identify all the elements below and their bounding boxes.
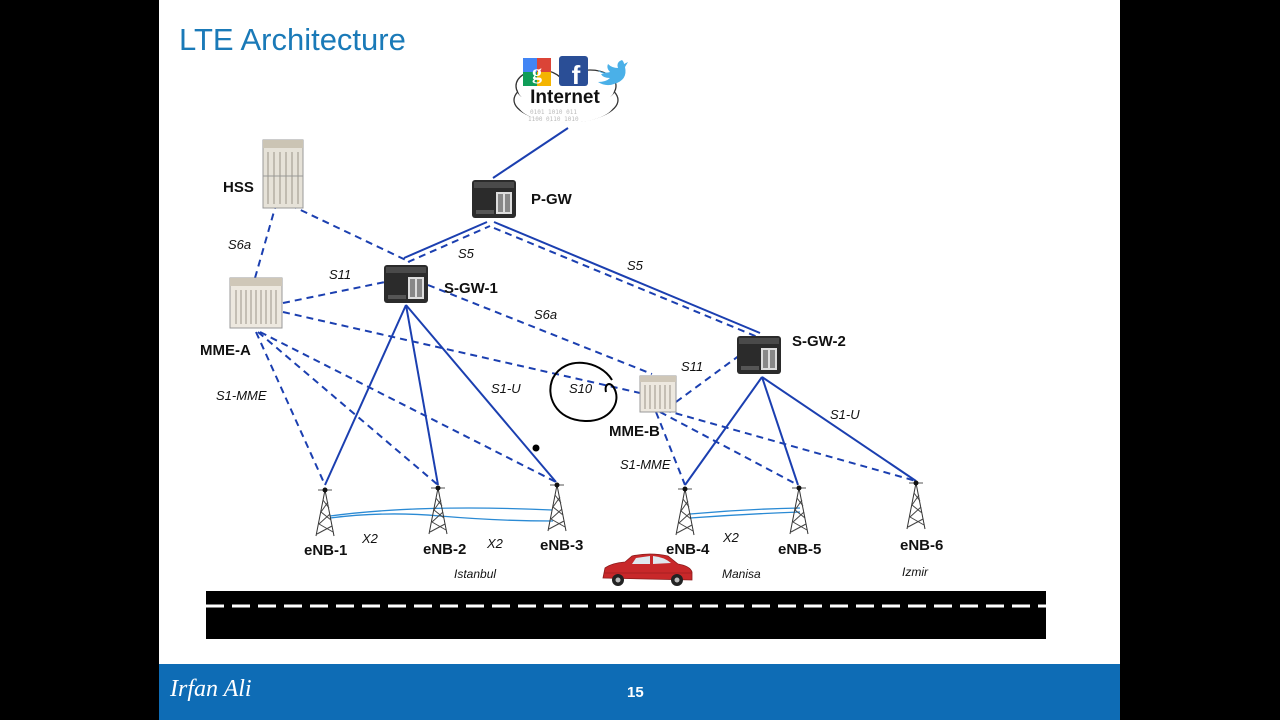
internet-label: Internet [530,87,600,108]
hss-server [262,139,304,209]
link-x2-enb4-enb5 [689,511,801,519]
link-x2-enb1-enb3 [329,513,554,522]
link-pgw-sgw2 [493,221,761,334]
link-x2-enb1-enb2 [329,507,553,517]
iface-s11-a: S11 [329,267,351,282]
hss-label: HSS [223,179,254,196]
iface-x2-3: X2 [722,530,740,545]
link-mmeB-sgw2 [675,354,741,403]
city-manisa: Manisa [722,567,761,581]
link-hss-sgw1 [289,204,411,263]
mmeA-label: MME-A [200,342,251,359]
svg-text:0101 1010 011: 0101 1010 011 [530,109,577,116]
iface-s5-1: S5 [458,246,475,261]
link-sgw2-enb6 [761,376,917,482]
city-izmir: Izmir [902,565,929,579]
enb4-tower-icon [675,486,695,536]
car-icon [602,553,693,586]
road [206,591,1046,639]
iface-x2-1: X2 [361,531,379,546]
link-mmeA-enb2 [257,331,439,486]
link-mmeB-enb5 [659,411,799,486]
iface-s1u-1: S1-U [491,381,521,396]
annotation-dot [532,444,540,452]
annotation-circle [549,361,618,423]
link-mmeB-enb6 [663,409,917,482]
enb3-tower-icon [547,482,567,532]
footer-bar [159,664,1120,720]
google-plus-icon: g [523,58,551,86]
enb3-label: eNB-3 [540,537,583,554]
iface-s6a-b: S6a [534,307,557,322]
link-x2-enb4-enb5-b [689,507,801,515]
link-pgw-sgw1 [403,221,488,259]
sgw1-router [384,265,428,303]
link-sgw2-enb5 [761,376,799,486]
link-sgw2-enb4 [684,376,763,486]
iface-x2-2: X2 [486,536,504,551]
svg-text:1100 0110 1010: 1100 0110 1010 [528,116,579,123]
link-mmeB-enb4 [655,411,686,486]
enb5-tower-icon [789,485,809,535]
iface-s1u-2: S1-U [830,407,860,422]
enb1-tower-icon [315,487,335,537]
enb6-tower-icon [906,480,926,530]
link-mmeA-sgw1 [282,281,386,304]
link-mmeA-mmeB [282,311,641,394]
mmeA-server [229,277,283,329]
facebook-icon: f [559,56,588,90]
mmeB-server [639,375,677,413]
sgw2-router [737,336,781,374]
city-istanbul: Istanbul [454,567,496,581]
svg-text:f: f [572,60,581,90]
link-pgw-sgw1-dashed [407,225,491,263]
link-pgw-internet [492,127,569,179]
iface-s1mme-a: S1-MME [216,388,267,403]
svg-text:g: g [532,62,542,84]
link-hss-mmeA [254,207,276,279]
sgw2-label: S-GW-2 [792,333,846,350]
enb4-label: eNB-4 [666,541,710,558]
link-sgw1-enb2 [405,304,439,486]
enb5-label: eNB-5 [778,541,821,558]
twitter-icon [598,60,628,86]
page-number: 15 [627,684,644,701]
sgw1-label: S-GW-1 [444,280,498,297]
iface-s11-b: S11 [681,359,703,374]
pgw-router [472,180,516,218]
mmeB-label: MME-B [609,423,660,440]
link-mmeA-enb1 [255,331,326,486]
link-sgw1-enb3 [405,304,557,483]
pgw-label: P-GW [531,191,573,208]
iface-s5-2: S5 [627,258,644,273]
author-name: Irfan Ali [170,676,252,702]
slide-title: LTE Architecture [179,22,406,57]
enb2-tower-icon [428,485,448,535]
link-sgw1-enb1 [324,304,407,486]
iface-s1mme-b: S1-MME [620,457,671,472]
iface-s6a-hss: S6a [228,237,251,252]
link-mmeA-enb3 [259,331,557,483]
enb6-label: eNB-6 [900,537,943,554]
enb1-label: eNB-1 [304,542,347,559]
iface-s10: S10 [569,381,593,396]
enb2-label: eNB-2 [423,541,466,558]
link-sgw1-mmeB [427,284,653,375]
